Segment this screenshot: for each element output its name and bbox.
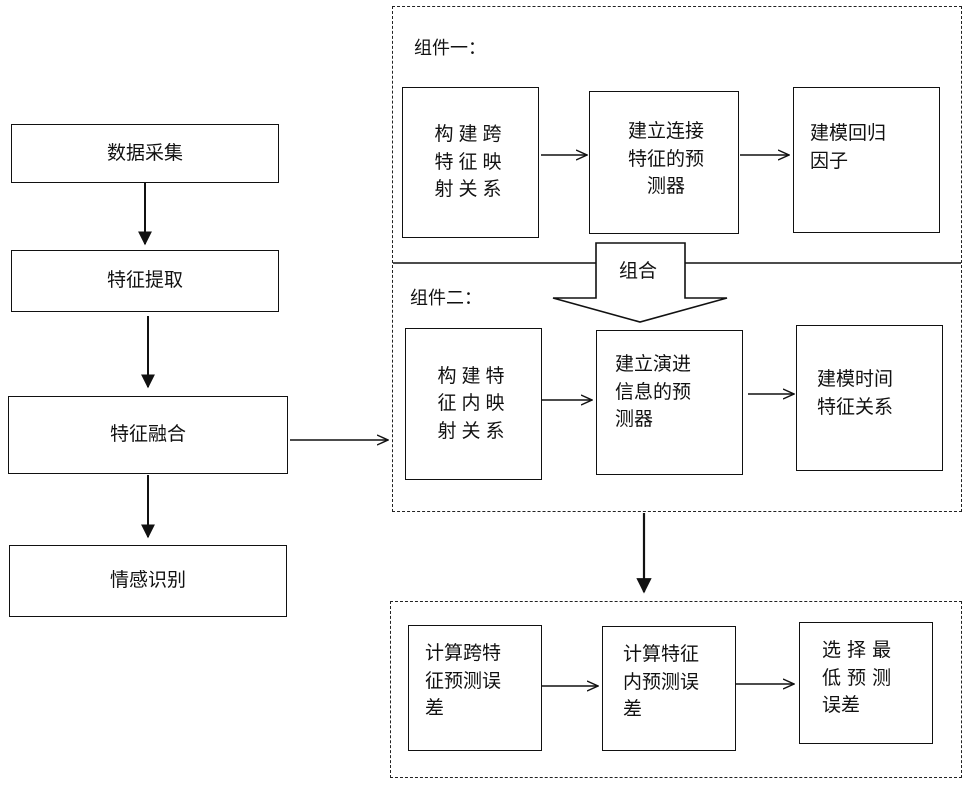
b-box1-text: 计算跨特 征预测误 差 [425, 640, 535, 723]
combine-label: 组合 [619, 256, 657, 283]
c1-box2-text: 建立连接 特征的预 测器 [602, 118, 730, 201]
min-error-select-box: 选 择 最 低 预 测 误差 [799, 622, 933, 744]
c1-regression-factor-box: 建模回归 因子 [793, 87, 940, 233]
intra-feature-error-box: 计算特征 内预测误 差 [602, 626, 736, 751]
c2-intra-feature-mapping-box: 构建特 征内映 射关系 [405, 328, 542, 480]
c1-box3-text: 建模回归 因子 [810, 120, 931, 175]
c2-box2-text: 建立演进 信息的预 测器 [615, 351, 734, 434]
component2-label: 组件二： [410, 284, 482, 310]
b-box3-text: 选 择 最 低 预 测 误差 [822, 637, 926, 720]
c1-box1-text: 构建跨 特征映 射关系 [434, 121, 506, 204]
c2-box1-text: 构建特 征内映 射关系 [437, 363, 509, 446]
feature-fusion-label: 特征融合 [110, 421, 186, 449]
b-box2-text: 计算特征 内预测误 差 [623, 641, 729, 724]
c1-cross-feature-mapping-box: 构建跨 特征映 射关系 [402, 87, 539, 238]
data-collection-box: 数据采集 [11, 124, 279, 183]
feature-extraction-label: 特征提取 [107, 267, 183, 295]
c2-box3-text: 建模时间 特征关系 [817, 366, 934, 421]
c2-temporal-relation-box: 建模时间 特征关系 [796, 325, 943, 471]
data-collection-label: 数据采集 [107, 140, 183, 168]
feature-extraction-box: 特征提取 [11, 250, 279, 312]
c1-connected-predictor-box: 建立连接 特征的预 测器 [589, 91, 739, 234]
feature-fusion-box: 特征融合 [8, 396, 288, 474]
emotion-recognition-label: 情感识别 [110, 567, 186, 595]
c2-evolution-predictor-box: 建立演进 信息的预 测器 [596, 330, 743, 475]
cross-feature-error-box: 计算跨特 征预测误 差 [408, 625, 542, 751]
component1-label: 组件一： [414, 34, 486, 60]
emotion-recognition-box: 情感识别 [9, 545, 287, 617]
